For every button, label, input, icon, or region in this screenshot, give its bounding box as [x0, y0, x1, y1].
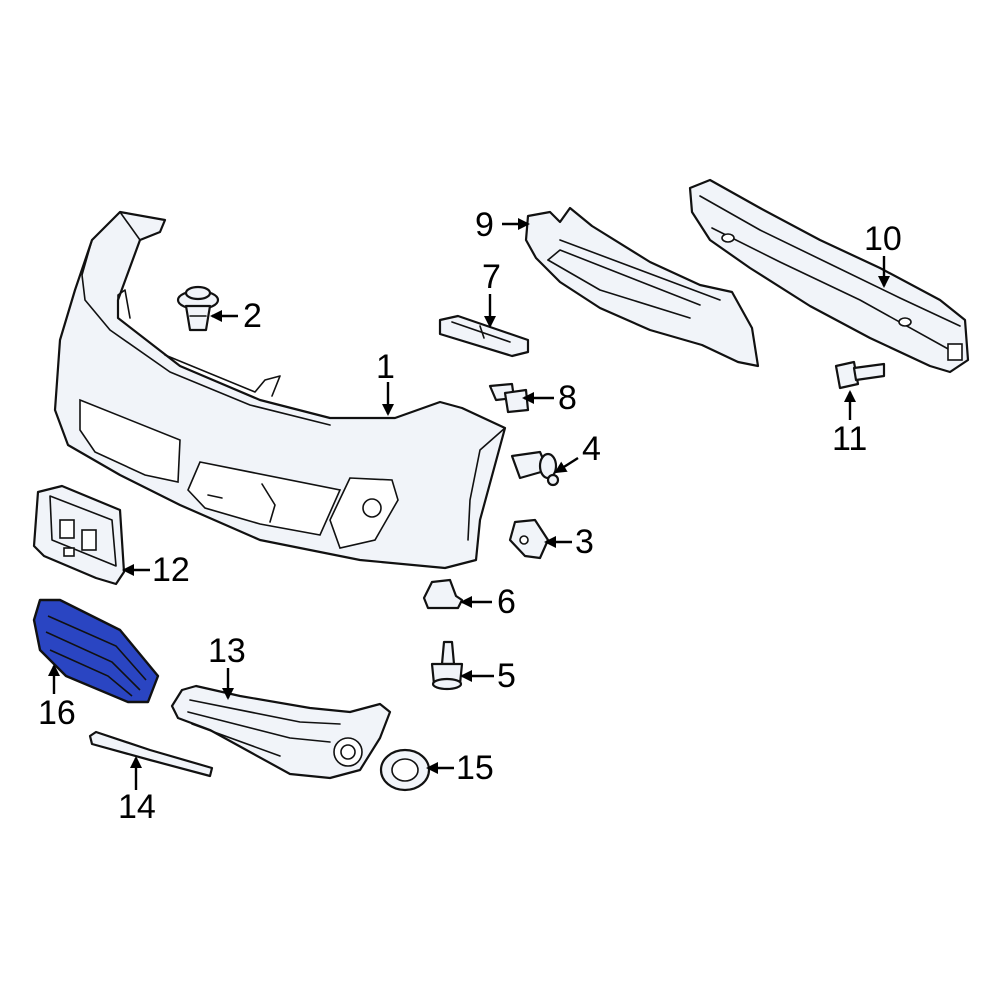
part-16-grille[interactable]: [32, 598, 160, 704]
callout-11: 11: [832, 420, 867, 458]
callout-14: 14: [118, 788, 156, 826]
leader-lines: [48, 218, 890, 790]
callout-labels: 1 2 3 4 5 6 7 8 9 10 11 12 13 14 15 16: [38, 206, 902, 826]
part-6-retainer[interactable]: [422, 578, 464, 610]
part-9-energy-absorber[interactable]: [524, 206, 760, 368]
part-4-push-pin[interactable]: [510, 450, 560, 487]
callout-4: 4: [582, 430, 601, 468]
part-15-lamp-ring[interactable]: [379, 748, 431, 792]
part-7-bracket[interactable]: [438, 314, 530, 358]
callout-5: 5: [497, 657, 516, 695]
callout-8: 8: [558, 379, 577, 417]
callout-3: 3: [575, 523, 594, 561]
part-1-bumper-cover[interactable]: [53, 210, 507, 570]
callout-12: 12: [152, 551, 190, 589]
part-10-reinforcement-beam[interactable]: [688, 178, 970, 374]
part-3-nut-retainer[interactable]: [508, 518, 550, 560]
part-5-bolt[interactable]: [430, 640, 464, 691]
part-2-clip[interactable]: [176, 285, 220, 332]
callout-13: 13: [208, 632, 246, 670]
callout-7: 7: [482, 258, 501, 296]
callout-10: 10: [864, 220, 902, 258]
part-8-screw[interactable]: [488, 382, 530, 414]
callout-9: 9: [475, 206, 494, 244]
part-14-molding[interactable]: [88, 730, 214, 778]
part-13-lower-grille[interactable]: [170, 684, 392, 780]
part-11-bolt[interactable]: [834, 360, 886, 390]
callout-2: 2: [243, 297, 262, 335]
callout-15: 15: [456, 749, 494, 787]
callout-16: 16: [38, 694, 76, 732]
callout-1: 1: [376, 348, 395, 386]
part-12-license-bracket[interactable]: [32, 484, 126, 586]
callout-6: 6: [497, 583, 516, 621]
